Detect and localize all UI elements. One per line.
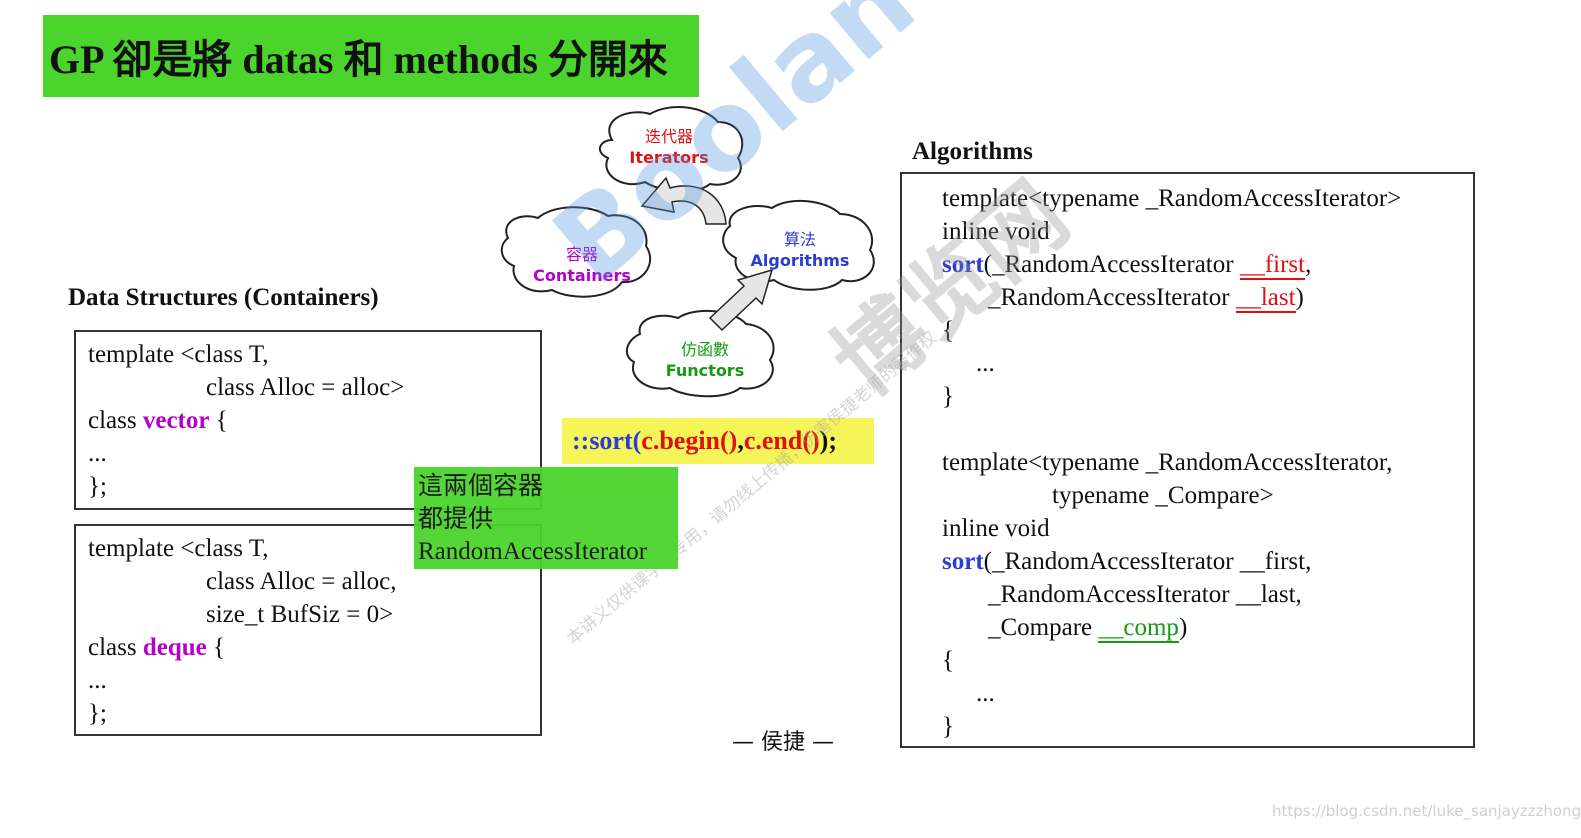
code-line: } [942,383,954,410]
iterators-cloud-label: 迭代器 Iterators [612,126,726,168]
iterators-cloud [598,106,744,193]
param-last: __last [1235,284,1296,313]
algorithms-en: Algorithms [750,251,850,270]
iterators-en: Iterators [629,148,709,167]
sort-keyword: sort [942,548,984,575]
code-line: sort(_RandomAccessIterator __first, [942,545,1461,578]
functors-zh: 仿函數 [680,340,729,359]
slide-title: GP 卻是將 datas 和 methods 分開來 [43,15,699,97]
note-line: 這兩個容器 [418,471,544,500]
functors-to-algorithms-arrow [708,268,774,332]
sort-call-end: c.end() [743,426,820,455]
functors-cloud [625,309,775,398]
algorithms-code-box: template<typename _RandomAccessIterator>… [900,172,1475,748]
code-line: template<typename _RandomAccessIterator> [942,185,1402,212]
code-line: class vector { [88,404,528,437]
containers-en: Containers [533,266,631,285]
code-text: class [88,407,143,434]
code-text: , [1305,251,1312,278]
code-line: class Alloc = alloc> [206,374,405,401]
code-line: inline void [942,218,1050,245]
code-line: } [942,713,954,740]
code-line: { [942,647,954,674]
code-line: typename _Compare> [1052,482,1274,509]
class-name-deque: deque [142,634,207,661]
code-text: _Compare [988,614,1099,641]
algorithms-cloud [722,199,875,291]
random-access-note: 這兩個容器 都提供 RandomAccessIterator [414,467,678,569]
code-line: ... [976,350,995,377]
vector-code-box: template <class T, class Alloc = alloc> … [74,330,542,510]
code-line: { [942,317,954,344]
note-line: RandomAccessIterator [418,538,648,565]
sort-call-sep: , [737,426,744,455]
param-comp: __comp [1098,614,1179,643]
code-text: _RandomAccessIterator [988,284,1236,311]
param-first: __first [1239,251,1306,280]
sort-keyword: sort [942,251,984,278]
code-text: ) [1295,284,1304,311]
data-structures-label: Data Structures (Containers) [68,284,379,311]
author-credit: — 侯捷 — [732,730,834,755]
algorithms-cloud-label: 算法 Algorithms [742,229,858,271]
iterators-zh: 迭代器 [644,127,693,146]
sort-call-highlight: ::sort(c.begin(), c.end()); [562,418,874,464]
code-line: class deque { [88,631,528,664]
code-line: ... [976,680,995,707]
containers-zh: 容器 [565,245,598,264]
code-line: class Alloc = alloc, [206,568,397,595]
sort-call-suffix: ); [819,426,837,455]
sort-call-prefix: ::sort( [572,426,642,455]
iterators-to-containers-arrow [640,176,727,225]
sort-call-begin: c.begin() [641,426,738,455]
algorithms-label: Algorithms [912,138,1033,165]
code-line: _RandomAccessIterator __last, [988,581,1302,608]
containers-cloud [500,206,652,298]
code-line: template <class T, [88,535,269,562]
code-line: template<typename _RandomAccessIterator, [942,449,1393,476]
code-line: ... [88,667,107,694]
code-line: _Compare __comp) [942,611,1461,644]
code-line: template <class T, [88,341,269,368]
code-text: { [209,407,228,434]
code-line: inline void [942,515,1050,542]
code-spacer [942,413,1461,446]
note-line: 都提供 [418,504,494,533]
code-line: }; [88,473,107,500]
code-line: size_t BufSiz = 0> [206,601,394,628]
code-line: _RandomAccessIterator __last) [942,281,1461,314]
code-text: (_RandomAccessIterator [983,251,1240,278]
code-line: sort(_RandomAccessIterator __first, [942,248,1461,281]
code-line: ... [88,440,107,467]
algorithms-zh: 算法 [783,230,816,249]
functors-cloud-label: 仿函數 Functors [650,339,760,381]
class-name-vector: vector [142,407,210,434]
code-text: { [206,634,226,661]
footer-url: https://blog.csdn.net/luke_sanjayzzzhong [1272,802,1581,820]
code-text: class [88,634,143,661]
code-text: ) [1178,614,1188,641]
containers-cloud-label: 容器 Containers [522,244,642,286]
code-text: (_RandomAccessIterator __first, [983,548,1312,575]
stl-components-diagram [500,106,875,398]
code-line: }; [88,700,107,727]
functors-en: Functors [665,361,745,380]
